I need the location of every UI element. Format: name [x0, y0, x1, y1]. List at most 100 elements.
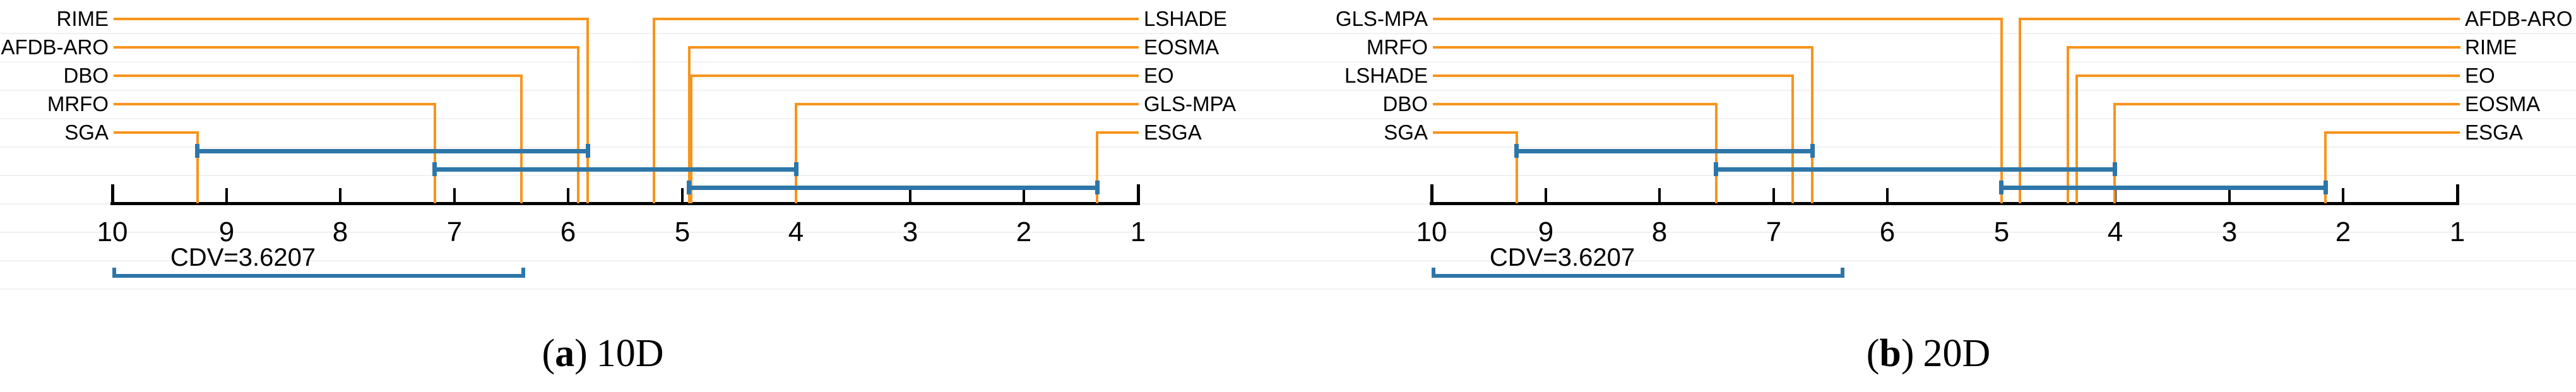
label-sga: SGA	[1384, 121, 1428, 144]
clique-bar	[2000, 186, 2327, 190]
axis-tick-label-7: 7	[446, 217, 463, 247]
rank-line-vertical-lshade	[1791, 74, 1794, 203]
axis-tick-label-4: 4	[788, 217, 804, 247]
axis-tick-1	[2456, 184, 2459, 202]
rank-line-vertical-mrfo	[1811, 46, 1813, 203]
axis-tick-label-7: 7	[1766, 217, 1782, 247]
clique-bar	[1714, 167, 2116, 172]
cdv-ruler-cap-left	[1432, 268, 1435, 278]
label-mrfo: MRFO	[47, 92, 109, 116]
axis-tick-label-9: 9	[218, 217, 235, 247]
gridline	[0, 203, 2576, 205]
axis-tick-label-10: 10	[97, 217, 128, 247]
label-gls-mpa: GLS-MPA	[1335, 7, 1428, 30]
clique-bar	[196, 149, 590, 153]
axis-tick-3	[2228, 188, 2231, 202]
rank-line-vertical-gls-mpa	[795, 103, 797, 203]
axis-tick-10	[111, 184, 114, 202]
rank-line-vertical-eosma	[2113, 103, 2116, 203]
rank-line-horizontal-mrfo	[114, 103, 436, 105]
axis-tick-9	[1545, 188, 1547, 202]
rank-line-horizontal-sga	[1433, 131, 1518, 134]
gridline	[0, 61, 2576, 62]
axis-tick-label-5: 5	[674, 217, 691, 247]
axis-tick-label-9: 9	[1538, 217, 1554, 247]
clique-bar-cap-left	[1714, 162, 1718, 176]
axis-tick-label-2: 2	[2335, 217, 2351, 247]
rank-line-vertical-rime	[586, 18, 589, 203]
clique-bar	[687, 186, 1099, 190]
gridline	[0, 288, 2576, 290]
label-eo: EO	[2465, 64, 2495, 87]
clique-bar-cap-left	[1999, 181, 2003, 194]
rank-line-horizontal-lshade	[1433, 74, 1794, 77]
rank-line-vertical-gls-mpa	[2000, 18, 2003, 203]
rank-line-horizontal-dbo	[1433, 103, 1718, 105]
label-esga: ESGA	[2465, 121, 2523, 144]
gridline	[0, 146, 2576, 148]
axis-tick-label-6: 6	[1879, 217, 1896, 247]
cdv-ruler-cap-right	[521, 268, 525, 278]
label-rime: RIME	[2465, 35, 2517, 59]
label-dbo: DBO	[1382, 92, 1428, 116]
clique-bar	[1515, 149, 1814, 153]
rank-line-horizontal-rime	[114, 18, 589, 20]
axis-tick-7	[453, 188, 456, 202]
axis-tick-label-1: 1	[2449, 217, 2466, 247]
axis-tick-label-8: 8	[1651, 217, 1668, 247]
label-eo: EO	[1144, 64, 1174, 87]
rank-line-vertical-sga	[196, 131, 199, 203]
clique-bar-cap-right	[794, 162, 798, 176]
label-afdb-aro: AFDB-ARO	[1, 35, 109, 59]
label-rime: RIME	[56, 7, 109, 30]
gridline	[0, 33, 2576, 34]
axis-tick-5	[681, 188, 684, 202]
clique-bar-cap-left	[195, 144, 199, 158]
label-esga: ESGA	[1144, 121, 1202, 144]
rank-line-vertical-eosma	[688, 46, 691, 203]
cdv-ruler-cap-right	[1841, 268, 1844, 278]
axis-line	[1430, 202, 2459, 205]
axis-tick-label-5: 5	[1993, 217, 2010, 247]
axis-line	[110, 202, 1140, 205]
caption-dimension-label: 10D	[596, 332, 664, 375]
rank-line-horizontal-esga	[2324, 131, 2460, 134]
caption-marker-b: b	[1879, 332, 1901, 375]
caption-marker-a: a	[555, 332, 575, 375]
axis-tick-label-3: 3	[902, 217, 918, 247]
axis-tick-2	[2342, 188, 2344, 202]
gridline	[0, 232, 2576, 233]
rank-line-horizontal-gls-mpa	[1433, 18, 2003, 20]
axis-tick-label-2: 2	[1016, 217, 1032, 247]
rank-line-vertical-afdb-aro	[2019, 18, 2021, 203]
label-eosma: EOSMA	[2465, 92, 2541, 116]
caption-subfigure-b: (b)20D	[1867, 333, 1991, 374]
cdv-label: CDV=3.6207	[1489, 244, 1635, 271]
rank-line-vertical-esga	[1096, 131, 1098, 203]
axis-tick-label-8: 8	[332, 217, 348, 247]
gridline	[0, 175, 2576, 176]
gridline	[0, 90, 2576, 91]
axis-tick-9	[225, 188, 228, 202]
label-afdb-aro: AFDB-ARO	[2465, 7, 2573, 30]
label-lshade: LSHADE	[1344, 64, 1428, 87]
clique-bar-cap-right	[2324, 181, 2328, 194]
rank-line-horizontal-eosma	[688, 46, 1139, 49]
clique-bar-cap-left	[687, 181, 691, 194]
rank-line-vertical-eo	[2075, 74, 2078, 203]
rank-line-horizontal-lshade	[653, 18, 1139, 20]
gridline	[0, 118, 2576, 119]
rank-line-horizontal-eosma	[2113, 103, 2460, 105]
label-sga: SGA	[64, 121, 109, 144]
axis-tick-label-4: 4	[2107, 217, 2123, 247]
rank-line-vertical-eo	[690, 74, 692, 203]
caption-paren-open: (	[542, 332, 555, 375]
gridline	[0, 260, 2576, 261]
rank-line-horizontal-mrfo	[1433, 46, 1813, 49]
rank-line-vertical-dbo	[520, 74, 523, 203]
caption-paren-close: )	[1901, 332, 1914, 375]
rank-line-vertical-lshade	[653, 18, 655, 203]
axis-tick-label-3: 3	[2221, 217, 2238, 247]
axis-tick-label-1: 1	[1130, 217, 1146, 247]
